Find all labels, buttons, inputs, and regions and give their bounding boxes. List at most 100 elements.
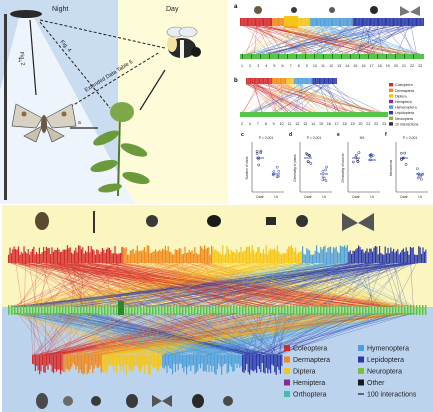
legend-swatch	[358, 379, 364, 386]
plot-letter: c	[241, 132, 244, 138]
panel-a-insect-icons	[254, 6, 420, 16]
arrow-plant-bee	[139, 69, 166, 111]
data-point	[277, 169, 281, 173]
large-network-panel	[2, 205, 433, 412]
plot-category: Dark	[304, 195, 311, 199]
beetle-bottom-icon	[36, 393, 48, 409]
legend-swatch	[389, 111, 393, 115]
legend-label: Dermaptera	[293, 357, 330, 364]
bottom-insect-icons	[36, 393, 233, 409]
legend-item: Lepidoptera	[358, 356, 404, 364]
tick-label: 7	[290, 64, 292, 68]
tick-label: 13	[337, 64, 341, 68]
large-network-svg	[2, 205, 433, 412]
tick-label: 17	[335, 122, 339, 126]
data-point	[355, 157, 359, 161]
legend-swatch	[389, 105, 393, 109]
plot-category: Dark	[400, 195, 407, 199]
tick-label: 6	[282, 64, 284, 68]
legend-label: Lepidoptera	[367, 357, 404, 364]
day-label: Day	[166, 6, 179, 13]
fly-icon	[291, 7, 297, 13]
plot-category: Lit	[370, 195, 374, 199]
plot-pvalue: P = 0.001	[307, 136, 322, 140]
panel-a-letter: a	[234, 4, 238, 10]
legend-label: 100 interactions	[367, 392, 417, 399]
plot-category: Dark	[352, 195, 359, 199]
plot-ylabel: Generality of plants	[293, 154, 297, 182]
legend-swatch	[389, 116, 393, 120]
tick-label: 10	[280, 122, 284, 126]
legend-label: Orthoptera	[293, 392, 327, 399]
network-a-plant-bar	[240, 54, 424, 59]
data-point	[404, 163, 408, 166]
data-point	[321, 170, 325, 173]
tick-label: 2	[249, 64, 251, 68]
data-point	[400, 151, 403, 155]
legend-item: Hemiptera	[284, 379, 325, 387]
plot-pvalue: P < 0.001	[403, 136, 418, 140]
bee-top-icon	[296, 215, 308, 227]
tick-label: 21	[366, 122, 370, 126]
legend-label: Dermaptera	[395, 89, 414, 93]
data-point	[371, 154, 375, 157]
top-insect-bar	[8, 245, 427, 263]
data-point	[417, 174, 421, 178]
data-point	[321, 178, 325, 182]
plant-bar	[8, 301, 427, 315]
plot-letter: e	[337, 132, 340, 138]
legend-item: Diptera	[284, 368, 316, 376]
plant-icon	[90, 102, 150, 197]
tick-label: 10	[313, 64, 317, 68]
wasp-icon	[266, 217, 276, 225]
legend-label: Neuroptera	[367, 369, 402, 376]
moth-icon	[11, 103, 77, 143]
arrow-label-fig2: Fig. 2	[18, 52, 25, 66]
data-point	[305, 153, 309, 156]
data-point	[259, 151, 263, 155]
legend-swatch	[284, 356, 290, 363]
tick-label: 1	[241, 64, 243, 68]
plot-ylabel: Generality of insects	[341, 153, 345, 182]
tick-label: 21	[402, 64, 406, 68]
arrow-lamp-bee	[39, 19, 166, 49]
data-point	[419, 174, 423, 178]
data-point	[324, 168, 327, 172]
fly-bottom-icon	[91, 396, 101, 406]
figure-a-illustration: Night Day Fig. 2 Fig. 4 Extended Data Ta…	[0, 0, 228, 204]
data-point	[351, 160, 355, 164]
tick-label: 20	[394, 64, 398, 68]
tick-label: 11	[321, 64, 325, 68]
legend-item: Hymenoptera	[358, 345, 409, 353]
legend-label: Neuroptera	[395, 117, 413, 121]
arrow-label-a: a	[78, 120, 81, 126]
legend-swatch	[358, 368, 364, 374]
tick-label: 14	[311, 122, 315, 126]
data-point	[255, 152, 259, 155]
legend-item: 10 interactions	[389, 122, 419, 126]
tick-label: 17	[370, 64, 374, 68]
tick-label: 4	[249, 122, 251, 126]
plot-category: Lit	[322, 195, 326, 199]
wasp-bottom-icon	[223, 396, 233, 406]
tick-label: 2	[241, 122, 243, 126]
data-point	[307, 160, 310, 164]
tick-label: 18	[343, 122, 347, 126]
legend-item: Dermaptera	[284, 356, 330, 364]
legend-item: Neuroptera	[389, 116, 413, 121]
legend-label: Coleoptera	[395, 83, 413, 87]
data-point	[323, 177, 326, 180]
bug-icon	[329, 7, 335, 13]
legend-swatch	[389, 94, 393, 98]
butterfly-icon	[400, 6, 420, 16]
top-insect-icons	[35, 211, 374, 233]
legend-item: Orthoptera	[284, 391, 327, 399]
